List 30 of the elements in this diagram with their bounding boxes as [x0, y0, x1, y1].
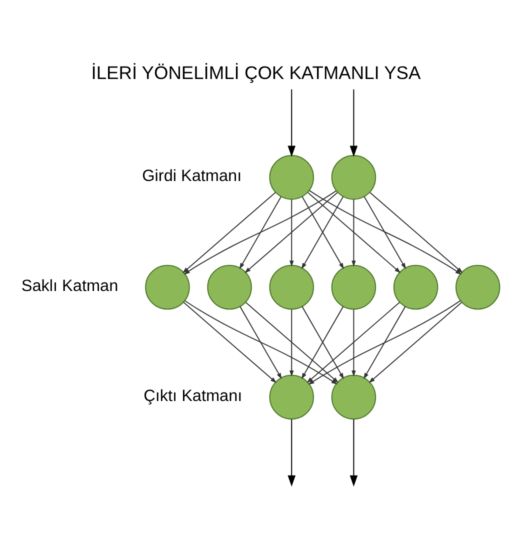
- arrow: [370, 192, 463, 274]
- arrow: [350, 89, 358, 157]
- arrow: [288, 89, 296, 157]
- arrow: [183, 302, 277, 384]
- arrow: [240, 306, 282, 380]
- label: Çıktı Katmanı: [144, 387, 242, 406]
- node-circle: [331, 154, 376, 200]
- arrow: [364, 306, 406, 380]
- arrow: [309, 190, 462, 275]
- arrow: [352, 309, 356, 377]
- arrow: [244, 192, 338, 274]
- arrow: [350, 419, 358, 487]
- arrow: [184, 190, 336, 275]
- arrow: [352, 199, 356, 267]
- label: Saklı Katman: [21, 277, 118, 296]
- arrow: [182, 192, 276, 274]
- arrow: [239, 196, 282, 270]
- arrow: [289, 199, 294, 267]
- node-circle: [331, 264, 376, 310]
- arrow: [306, 302, 400, 384]
- arrow: [289, 309, 294, 377]
- node-circle: [269, 154, 314, 200]
- arrow: [308, 192, 401, 274]
- arrow: [368, 302, 462, 384]
- arrow: [245, 302, 339, 384]
- arrow: [288, 419, 296, 487]
- node-circle: [269, 264, 314, 310]
- label: Girdi Katmanı: [142, 167, 242, 186]
- arrow: [364, 196, 406, 270]
- diagram-title: İLERİ YÖNELİMLİ ÇOK KATMANLI YSA: [91, 62, 421, 83]
